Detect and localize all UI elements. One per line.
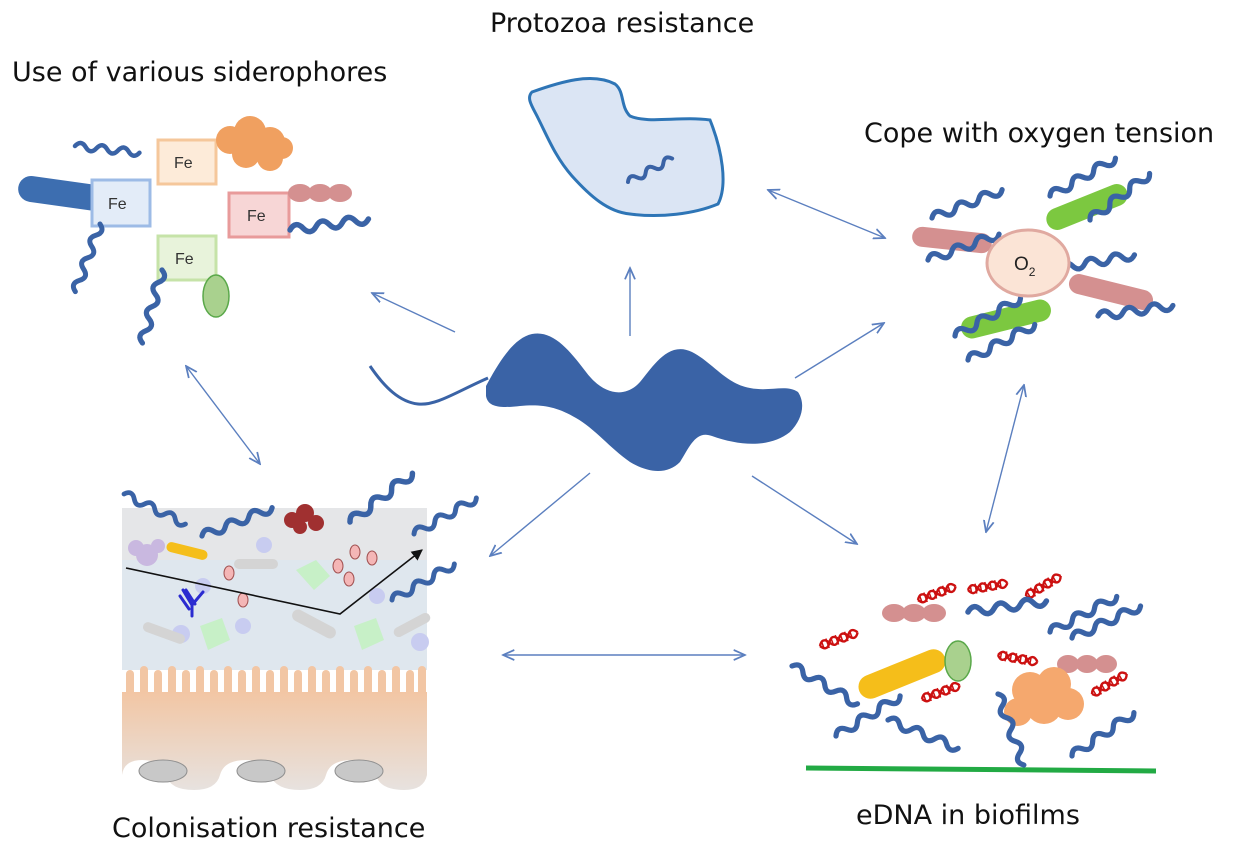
orange-cluster xyxy=(1004,667,1084,726)
o2-symbol: O xyxy=(1014,254,1029,275)
cell-nuclei xyxy=(138,759,384,783)
central-bacterium xyxy=(368,333,803,471)
colonisation-resistance-label: Colonisation resistance xyxy=(112,813,426,844)
oxygen-tension-label: Cope with oxygen tension xyxy=(864,118,1215,149)
siderophores-label: Use of various siderophores xyxy=(12,57,388,88)
central-arrows xyxy=(372,268,884,556)
gut-microbes xyxy=(122,470,478,651)
siderophores-scene: Fe Fe Fe Fe xyxy=(18,116,369,344)
blue-rod xyxy=(18,175,108,211)
oxygen-scene: O2 xyxy=(912,155,1173,364)
biofilm-surface xyxy=(805,765,1157,774)
yellow-rod xyxy=(858,649,946,699)
o2-subscript: 2 xyxy=(1029,265,1036,279)
gut-epithelium-scene xyxy=(122,470,478,790)
oxygen-bubble xyxy=(985,228,1071,298)
fe-label-pink: Fe xyxy=(247,208,266,225)
green-siderophore xyxy=(202,274,230,318)
protozoa-cell xyxy=(528,77,725,217)
bidirectional-arrows xyxy=(186,190,1024,655)
fe-label-green: Fe xyxy=(175,251,194,268)
biofilm-scene xyxy=(790,570,1157,774)
antibody-icon xyxy=(178,588,205,618)
microvilli xyxy=(126,666,426,700)
fe-label-orange: Fe xyxy=(174,155,193,172)
orange-siderophore xyxy=(216,116,293,171)
protozoa-resistance-label: Protozoa resistance xyxy=(490,8,755,39)
fe-label-blue: Fe xyxy=(108,196,127,213)
svg-text:O2: O2 xyxy=(1014,254,1036,279)
pink-chain xyxy=(288,184,352,202)
edna-biofilms-label: eDNA in biofilms xyxy=(856,800,1080,831)
